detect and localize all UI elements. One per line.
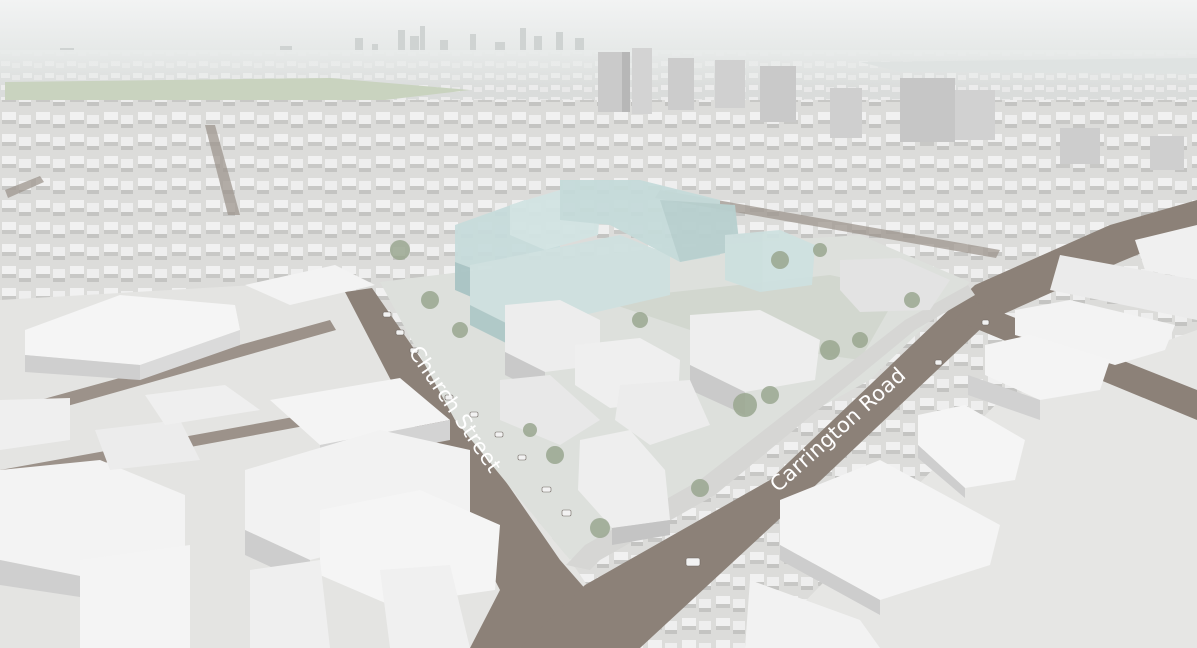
parked-cars	[382, 311, 990, 567]
footpath	[566, 285, 975, 570]
foreground-buildings-right	[745, 225, 1197, 648]
background-roads	[5, 125, 1000, 258]
cbd-towers	[598, 48, 1184, 170]
carrington-road	[520, 200, 1197, 648]
trees	[390, 240, 920, 538]
foreground-buildings-left	[0, 265, 500, 648]
far-water	[860, 58, 1197, 74]
proposed-glass-buildings	[455, 180, 815, 350]
existing-site-buildings	[500, 258, 950, 545]
lane-left	[40, 320, 336, 412]
